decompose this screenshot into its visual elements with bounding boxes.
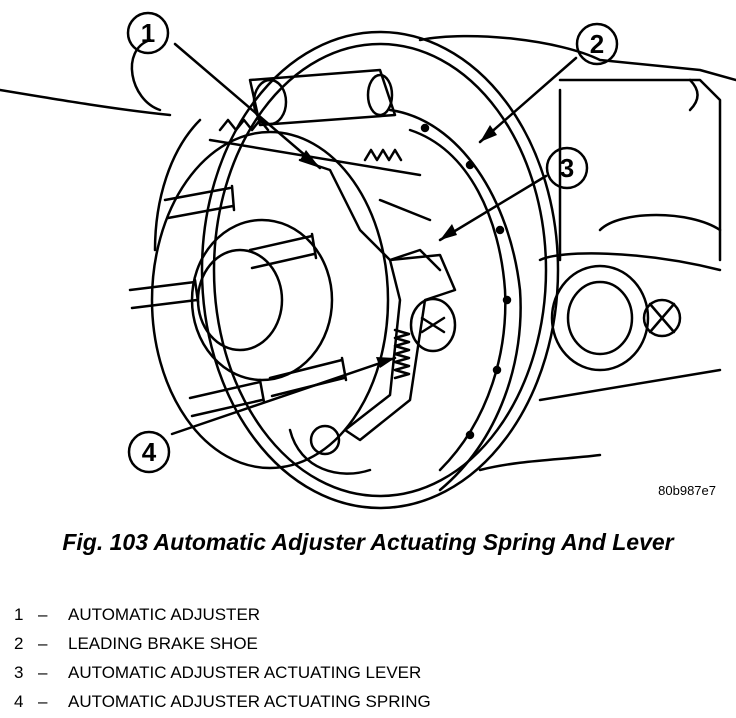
legend-item-1: 1 – AUTOMATIC ADJUSTER xyxy=(14,600,714,629)
legend-number: 4 xyxy=(14,692,24,711)
wheel-hub xyxy=(128,130,390,470)
legend-separator: – xyxy=(38,634,48,653)
anchor-nut xyxy=(288,424,372,475)
legend-number: 3 xyxy=(14,663,24,682)
legend-separator: – xyxy=(38,605,48,624)
legend-item-3: 3 – AUTOMATIC ADJUSTER ACTUATING LEVER xyxy=(14,658,714,687)
actuating-lever xyxy=(343,253,457,442)
leader-lines xyxy=(170,42,578,436)
backing-plate xyxy=(0,30,560,510)
legend-separator: – xyxy=(38,692,48,711)
legend-separator: – xyxy=(38,663,48,682)
return-spring xyxy=(208,118,422,177)
callout-4-label: 4 xyxy=(142,437,157,467)
figure-caption: Fig. 103 Automatic Adjuster Actuating Sp… xyxy=(62,529,674,555)
adjuster-strut xyxy=(298,158,442,272)
axle-housing xyxy=(418,34,736,472)
callout-4-circle xyxy=(127,430,171,474)
callout-2-circle xyxy=(575,22,619,66)
image-code: 80b987e7 xyxy=(658,483,716,498)
brake-shoe xyxy=(388,108,522,492)
legend-number: 2 xyxy=(14,634,24,653)
legend-item-4: 4 – AUTOMATIC ADJUSTER ACTUATING SPRING xyxy=(14,687,714,716)
legend-label: AUTOMATIC ADJUSTER ACTUATING SPRING xyxy=(68,692,431,711)
legend-item-2: 2 – LEADING BRAKE SHOE xyxy=(14,629,714,658)
actuating-spring xyxy=(393,328,411,380)
brake-assembly-illustration: 1 2 3 4 80b987e7 xyxy=(0,11,736,510)
callout-3-circle xyxy=(545,146,589,190)
callout-3-label: 3 xyxy=(560,153,574,183)
legend-list: 1 – AUTOMATIC ADJUSTER 2 – LEADING BRAKE… xyxy=(14,600,714,716)
callout-2-label: 2 xyxy=(590,29,604,59)
callout-1-circle xyxy=(126,11,170,55)
legend-label: LEADING BRAKE SHOE xyxy=(68,634,258,653)
legend-number: 1 xyxy=(14,605,24,624)
legend-label: AUTOMATIC ADJUSTER ACTUATING LEVER xyxy=(68,663,422,682)
legend-label: AUTOMATIC ADJUSTER xyxy=(68,605,261,624)
callout-1-label: 1 xyxy=(141,18,155,48)
